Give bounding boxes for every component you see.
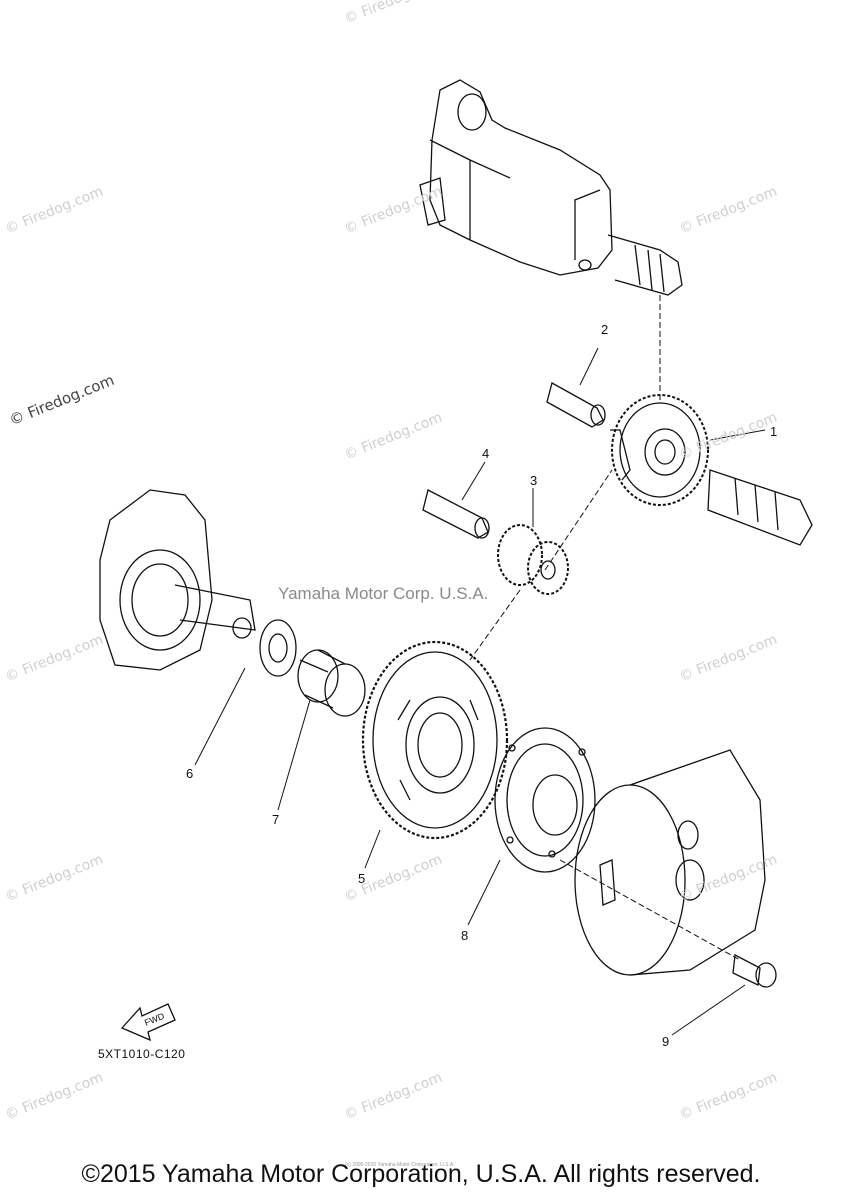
footer-copyright: ©2015 Yamaha Motor Corporation, U.S.A. A… (81, 1160, 761, 1188)
callout-1: 1 (770, 424, 778, 439)
flywheel (574, 749, 766, 976)
callout-2: 2 (601, 322, 609, 337)
callout-8: 8 (461, 928, 469, 943)
fwd-arrow-icon (120, 1003, 176, 1042)
callout-6: 6 (186, 766, 194, 781)
part-5-large-gear (361, 640, 509, 840)
part-9-bolt (732, 953, 777, 988)
callout-4: 4 (482, 446, 490, 461)
part-7-needle-bearing (297, 649, 366, 717)
shaft (707, 469, 813, 546)
part-8-clutch (494, 727, 596, 873)
drawing-code: 5XT1010-C120 (98, 1047, 186, 1061)
callout-3: 3 (530, 473, 538, 488)
part-2-pin (546, 382, 606, 428)
callout-5: 5 (358, 871, 366, 886)
callout-9: 9 (662, 1034, 670, 1049)
starter-motor (419, 79, 683, 296)
leader-lines (194, 295, 766, 1036)
tiny-note: (c) 2005-2015 Yamaha Motor Corporation, … (345, 1162, 455, 1168)
part-3-idler-gear (497, 524, 569, 595)
center-watermark: Yamaha Motor Corp. U.S.A. (278, 584, 489, 603)
callout-7: 7 (272, 812, 280, 827)
part-6-washer (259, 619, 297, 677)
crankcase (99, 489, 256, 671)
part-4-pin (422, 489, 490, 539)
